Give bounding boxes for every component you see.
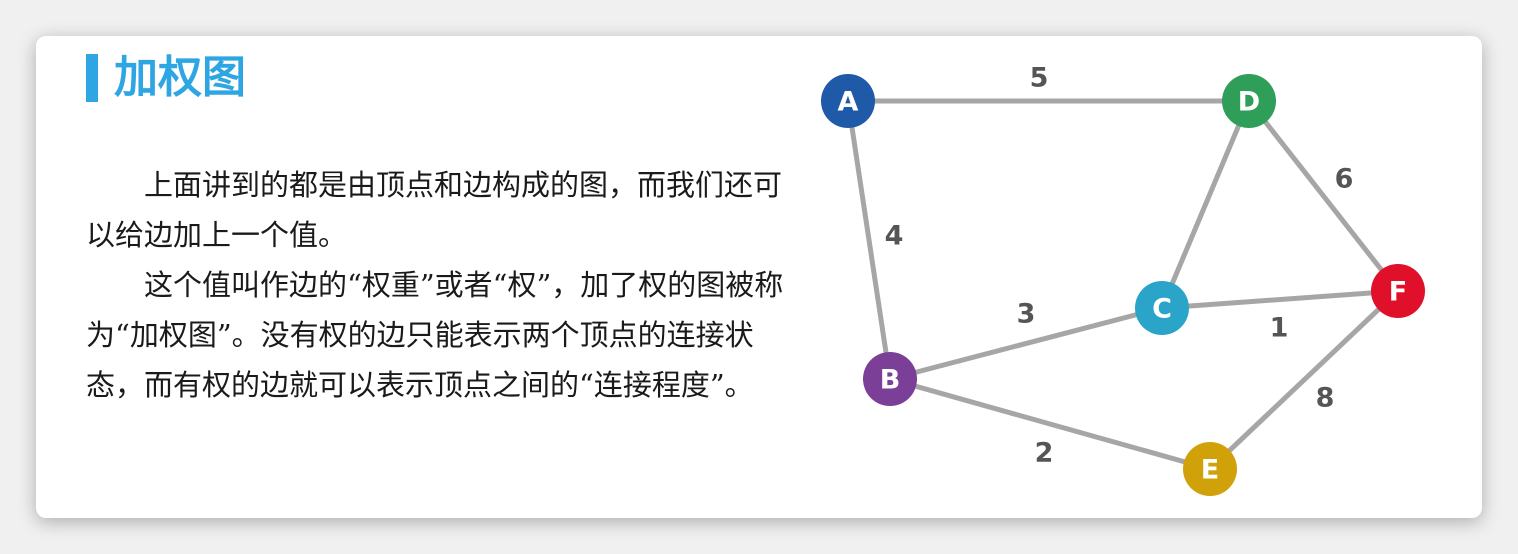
node-a-circle <box>821 74 875 128</box>
edge-b-c <box>887 305 1165 382</box>
paragraph-1: 上面讲到的都是由顶点和边构成的图，而我们还可以给边加上一个值。 <box>86 168 783 252</box>
node-b: B <box>863 352 917 406</box>
edge-weight-e-f: 8 <box>1316 383 1335 414</box>
paragraph-2: 这个值叫作边的“权重”或者“权”，加了权的图被称为“加权图”。没有权的边只能表示… <box>86 268 784 402</box>
node-e-label: E <box>1201 455 1219 486</box>
edge-a-b <box>845 98 893 382</box>
edge-d-f <box>1246 98 1401 294</box>
edges-layer <box>845 98 1401 472</box>
edge-b-e <box>887 376 1213 472</box>
edge-weight-a-b: 4 <box>885 221 904 252</box>
weighted-graph-diagram: 5 4 3 2 1 6 8 A B C D <box>821 63 1425 496</box>
node-c-circle <box>1135 281 1189 335</box>
edge-weight-d-f: 6 <box>1335 164 1354 195</box>
node-b-label: B <box>880 365 901 396</box>
node-f: F <box>1371 264 1425 318</box>
nodes-layer: A B C D E F <box>821 74 1425 496</box>
node-c-label: C <box>1152 294 1172 325</box>
node-a-label: A <box>838 87 859 118</box>
node-f-circle <box>1371 264 1425 318</box>
node-c: C <box>1135 281 1189 335</box>
edge-weight-c-f: 1 <box>1270 313 1289 344</box>
node-d: D <box>1222 74 1276 128</box>
edge-weight-b-c: 3 <box>1017 299 1036 330</box>
node-e-circle <box>1183 442 1237 496</box>
node-d-label: D <box>1238 87 1260 118</box>
node-e: E <box>1183 442 1237 496</box>
edge-c-f <box>1159 288 1401 311</box>
title-accent-bar <box>86 54 98 102</box>
content-card: 加权图 上面讲到的都是由顶点和边构成的图，而我们还可以给边加上一个值。 这个值叫… <box>36 36 1482 518</box>
section-title: 加权图 <box>114 52 246 103</box>
edge-labels-layer: 5 4 3 2 1 6 8 <box>885 63 1354 469</box>
node-b-circle <box>863 352 917 406</box>
edge-c-d <box>1159 98 1252 311</box>
description-text: 上面讲到的都是由顶点和边构成的图，而我们还可以给边加上一个值。 这个值叫作边的“… <box>86 160 796 410</box>
node-a: A <box>821 74 875 128</box>
edge-weight-b-e: 2 <box>1035 438 1054 469</box>
edge-weight-a-d: 5 <box>1030 63 1049 94</box>
edge-e-f <box>1207 288 1401 472</box>
node-d-circle <box>1222 74 1276 128</box>
node-f-label: F <box>1389 277 1407 308</box>
